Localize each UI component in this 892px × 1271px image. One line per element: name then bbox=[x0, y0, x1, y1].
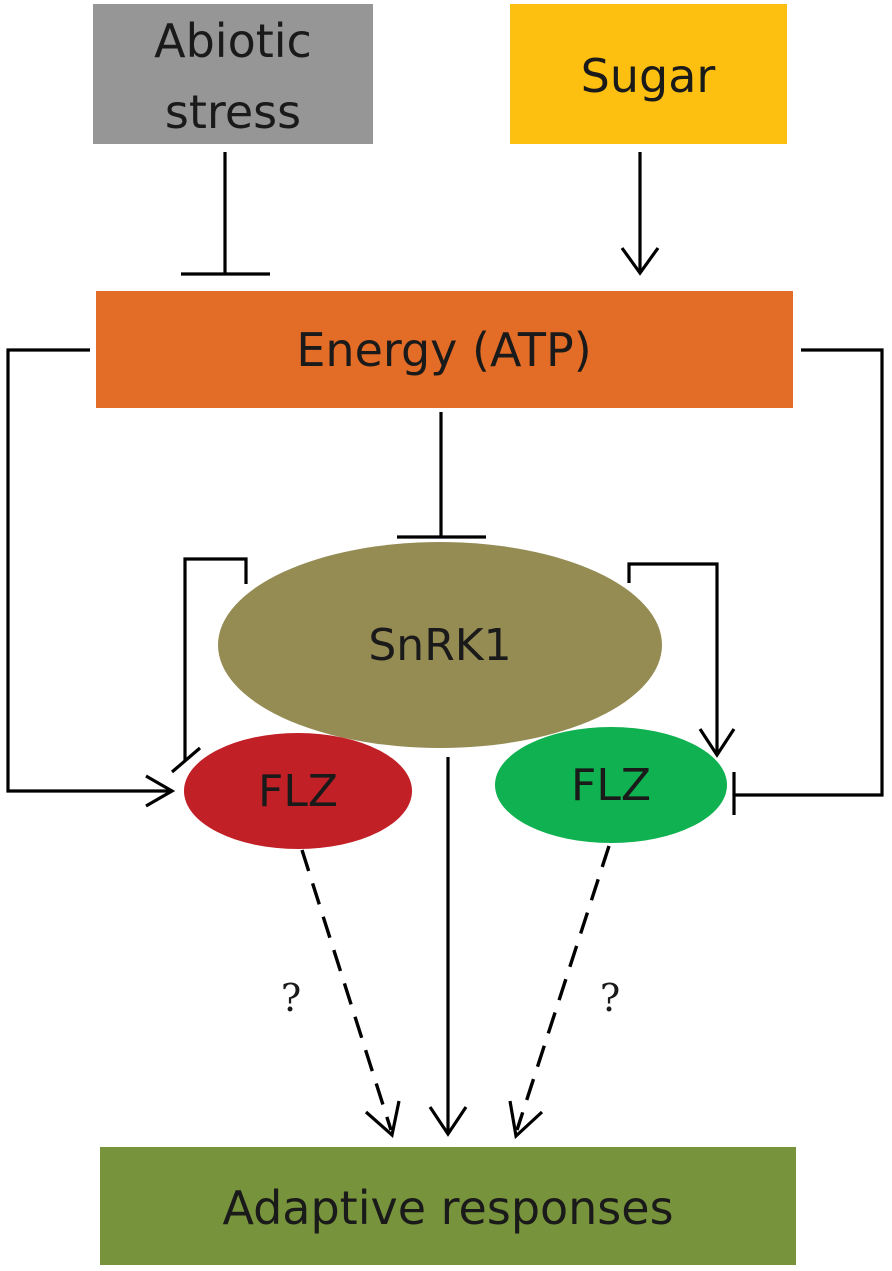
flz-left-ellipse bbox=[184, 733, 412, 849]
flz-left-to-adaptive-dashed-arrow bbox=[300, 849, 401, 1139]
abiotic-to-energy-inhibition bbox=[181, 152, 270, 276]
flz-right-label: FLZ bbox=[571, 760, 651, 811]
flz-right-to-adaptive-dashed-arrow bbox=[508, 845, 611, 1140]
snrk1-label: SnRK1 bbox=[368, 620, 511, 671]
adaptive-responses-label: Adaptive responses bbox=[222, 1181, 673, 1235]
flz-right-ellipse bbox=[495, 727, 727, 843]
right-question-mark: ? bbox=[600, 976, 620, 1020]
flz-left-label: FLZ bbox=[258, 766, 338, 817]
energy-to-flz-left-arrow bbox=[6, 348, 176, 808]
snrk1-ellipse bbox=[218, 542, 662, 748]
left-question-mark: ? bbox=[281, 976, 301, 1020]
abiotic-stress-label-line2: stress bbox=[165, 85, 301, 139]
energy-to-flz-right-inhibition bbox=[732, 348, 884, 815]
energy-atp-box bbox=[96, 291, 793, 408]
energy-atp-label: Energy (ATP) bbox=[296, 323, 591, 377]
adaptive-responses-box bbox=[100, 1147, 796, 1265]
snrk1-to-flz-right-arrow bbox=[627, 562, 736, 758]
snrk1-to-adaptive-arrow bbox=[428, 757, 468, 1137]
abiotic-stress-box bbox=[93, 4, 373, 144]
sugar-box bbox=[510, 4, 787, 144]
abiotic-stress-label-line1: Abiotic bbox=[154, 14, 312, 68]
sugar-label: Sugar bbox=[581, 49, 716, 103]
snrk1-to-flz-left-inhibition bbox=[170, 557, 248, 774]
energy-to-snrk1-inhibition bbox=[397, 412, 486, 539]
sugar-to-energy-arrow bbox=[620, 152, 660, 276]
